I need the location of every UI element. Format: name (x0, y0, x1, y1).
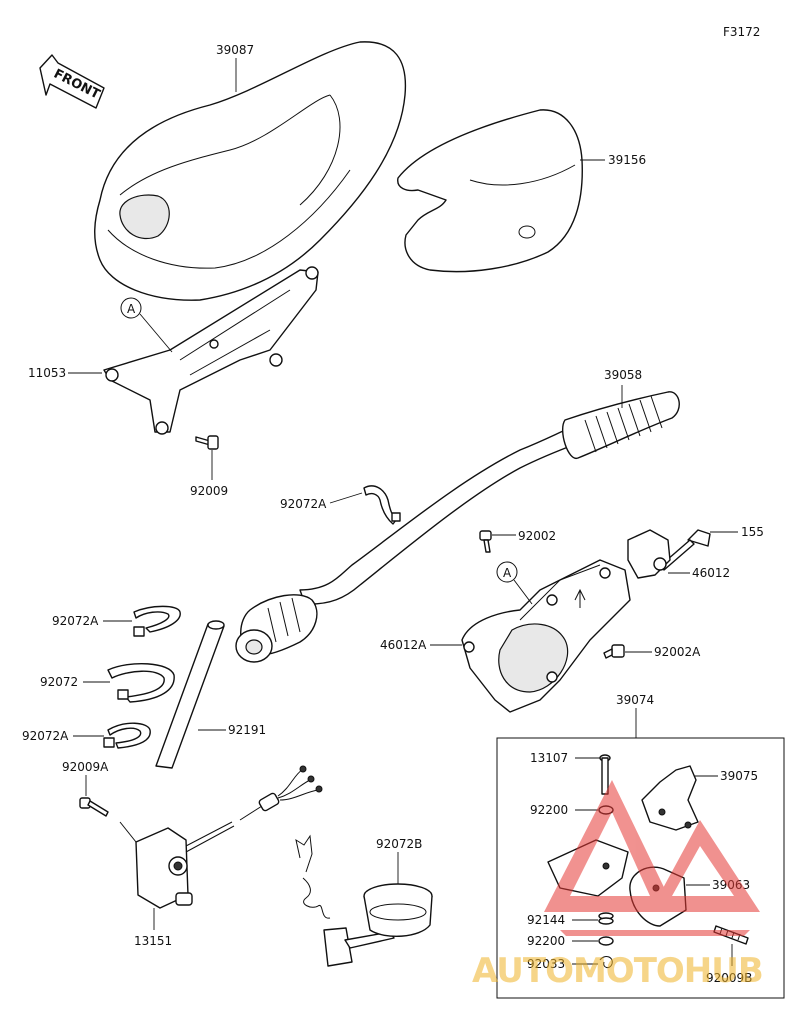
callout-39074: 39074 (616, 693, 654, 707)
bolt-92002a (603, 644, 625, 659)
lever-39075 (641, 765, 699, 831)
callout-92072a-1: 92072A (52, 614, 99, 628)
callout-92072: 92072 (40, 675, 78, 689)
strap-92072a-upper (363, 485, 401, 525)
strap-92072 (107, 662, 175, 703)
holder-upper-part (627, 529, 671, 579)
watermark-logo (544, 780, 760, 936)
rear-cover-part (94, 41, 407, 301)
callout-13151: 13151 (134, 934, 172, 948)
strap-92072a-2 (103, 722, 151, 749)
bracket-part (103, 266, 319, 435)
lanyard-clip-92072b (295, 834, 433, 967)
callout-39058: 39058 (604, 368, 642, 382)
callout-92200-upper: 92200 (530, 803, 568, 817)
callout-92002a: 92002A (654, 645, 701, 659)
clip-92033 (599, 956, 613, 969)
strap-92072a-1 (133, 605, 181, 637)
holder-lower-part (461, 559, 631, 713)
callout-92200-lower: 92200 (527, 934, 565, 948)
handlebar-part (235, 391, 680, 663)
front-direction-arrow: FRONT (39, 54, 105, 109)
lever-assembly-box (496, 737, 785, 999)
washer-92200-lower (598, 936, 614, 946)
bolt-92009a (79, 797, 109, 817)
callout-92033: 92033 (527, 957, 565, 971)
bolt-92009 (195, 435, 219, 450)
ref-marker-a-lower: A (503, 566, 512, 580)
callout-92072b: 92072B (376, 837, 422, 851)
callout-92009a: 92009A (62, 760, 109, 774)
callout-92072a-2: 92072A (22, 729, 69, 743)
callout-92009: 92009 (190, 484, 228, 498)
callout-92009b: 92009B (706, 971, 752, 985)
figure-code: F3172 (723, 25, 760, 39)
callout-46012: 46012 (692, 566, 730, 580)
callout-92191: 92191 (228, 723, 266, 737)
callout-13107: 13107 (530, 751, 568, 765)
callout-155: 155 (741, 525, 764, 539)
front-cover-part (397, 109, 583, 273)
bolt-92002 (479, 530, 492, 553)
connector-wires (239, 765, 323, 821)
callout-39087: 39087 (216, 43, 254, 57)
callout-92144: 92144 (527, 913, 565, 927)
pin-13107 (599, 754, 611, 795)
switch-13151 (119, 821, 235, 909)
callout-39156: 39156 (608, 153, 646, 167)
watermark-text: AUTOMOTOHUB (472, 951, 763, 991)
callout-92002: 92002 (518, 529, 556, 543)
callout-46012a: 46012A (380, 638, 427, 652)
callout-11053: 11053 (28, 366, 66, 380)
callout-39075: 39075 (720, 769, 758, 783)
callout-92072a-upper: 92072A (280, 497, 327, 511)
spring-92144 (598, 912, 614, 925)
ref-marker-a-upper: A (127, 302, 136, 316)
tube-92191 (155, 620, 225, 769)
